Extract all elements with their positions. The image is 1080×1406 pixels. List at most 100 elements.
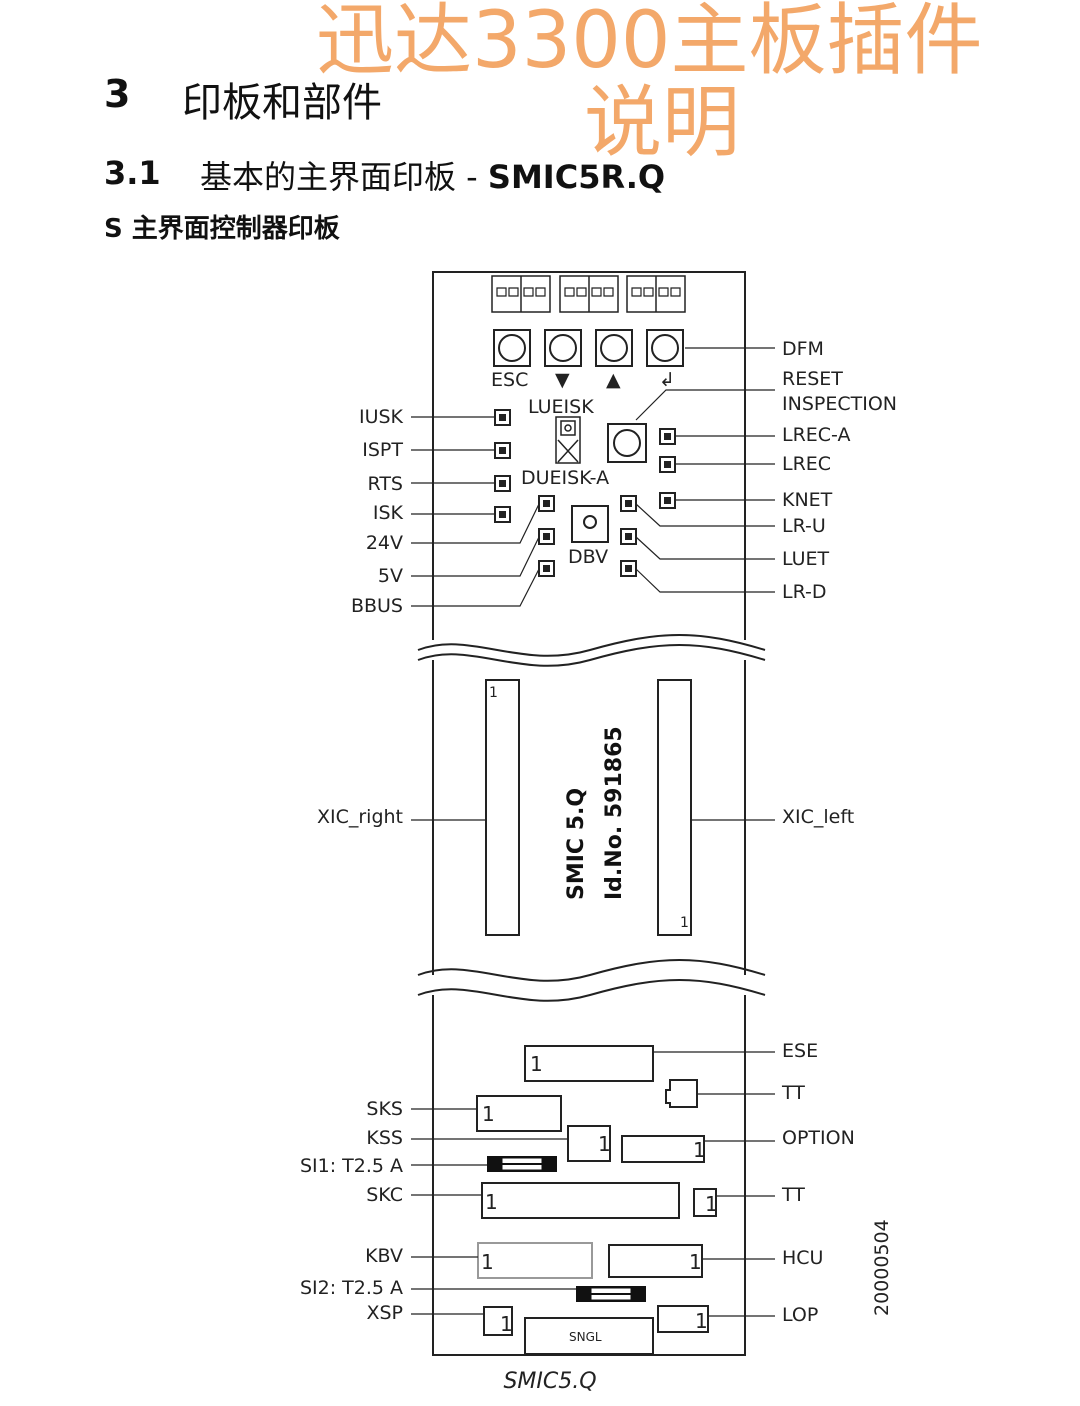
xic-left-pin1: 1 [680,915,689,931]
label-ispt: ISPT [362,439,403,461]
lueisk-label: LUEISK [528,396,594,418]
led-lr-u-dot [625,500,632,507]
sngl-label: SNGL [569,1330,602,1344]
label-lr-d: LR-D [782,581,827,603]
led-knet-dot [664,497,671,504]
led-5v-dot [543,533,550,540]
skc-connector [481,1182,680,1219]
down-arrow-icon: ▼ [555,369,570,391]
subsection-number: 3.1 [104,154,161,192]
fuse-si2 [576,1286,646,1302]
label-5v: 5V [378,565,403,587]
enter-button[interactable] [646,329,684,367]
label-tt-1: TT [781,1082,805,1104]
label-sks: SKS [366,1098,403,1120]
overlay-title-line2: 说明 [584,78,741,168]
break-line-1a [417,634,766,657]
dbv-label: DBV [568,546,608,568]
board-outline-top [432,271,746,640]
kss-pin1: 1 [598,1132,611,1156]
dbv-button[interactable] [571,505,609,543]
kbv-connector [477,1242,593,1279]
label-xic-right: XIC_right [317,806,403,828]
xsp-connector [483,1306,513,1336]
reset-inspection-button[interactable] [607,423,647,463]
led-lr-d [620,560,637,577]
display-digits-3 [631,287,681,297]
led-rts-dot [499,480,506,487]
ese-pin1: 1 [530,1052,543,1076]
board-name: SMIC 5.Q [564,788,589,900]
label-iusk: IUSK [359,406,404,428]
esc-button-label: ESC [491,369,528,391]
label-xsp: XSP [366,1302,403,1324]
xic-right-pin1: 1 [489,685,498,701]
subsection-title-text: 基本的主界面印板 - [200,158,488,196]
dueisk-label: DUEISK-A [521,467,609,489]
label-lr-u: LR-U [782,515,826,537]
lueisk-switch-pin [564,424,572,432]
xsp-pin1: 1 [500,1312,513,1336]
led-luet [620,528,637,545]
down-button[interactable] [544,329,582,367]
lueisk-switch[interactable] [555,416,581,464]
label-bbus: BBUS [351,595,403,617]
hcu-pin1: 1 [689,1250,702,1274]
led-isk-dot [499,511,506,518]
sks-connector [476,1095,562,1132]
label-hcu: HCU [782,1247,823,1269]
section-number: 3 [104,72,131,116]
label-tt-2: TT [781,1184,805,1206]
fuse-si1 [487,1156,557,1172]
label-option: OPTION [782,1127,855,1149]
up-arrow-icon: ▲ [606,369,621,391]
option-connector [621,1135,705,1163]
label-ese: ESE [782,1040,818,1062]
up-button-knob [600,334,628,362]
section-title: 印板和部件 [182,80,382,126]
led-bbus-dot [543,565,550,572]
lop-pin1: 1 [695,1309,708,1333]
break-line-1b [417,644,766,667]
label-lop: LOP [782,1304,818,1326]
esc-button-knob [498,334,526,362]
led-5v [538,528,555,545]
kbv-pin1: 1 [481,1250,494,1274]
tt-jack-1 [665,1079,698,1108]
led-luet-dot [625,533,632,540]
label-luet: LUET [782,548,830,570]
label-skc: SKC [366,1184,403,1206]
led-lr-d-dot [625,565,632,572]
esc-button[interactable] [493,329,531,367]
leader-luet [635,536,775,560]
label-knet: KNET [782,489,833,511]
led-lrec-dot [664,461,671,468]
label-si1: SI1: T2.5 A [300,1155,403,1177]
label-lrec: LREC [782,453,831,475]
label-kss: KSS [366,1127,403,1149]
hcu-connector [608,1244,703,1278]
break-line-2a [417,959,766,982]
subsection-title-code: SMIC5R.Q [487,158,666,196]
dbv-button-knob [583,515,597,529]
subsection-title: 基本的主界面印板 - SMIC5R.Q [200,152,665,198]
up-button[interactable] [595,329,633,367]
label-isk: ISK [373,502,404,524]
board-subtitle: S 主界面控制器印板 [104,214,340,244]
ese-connector [524,1045,654,1082]
led-bbus [538,560,555,577]
label-si2: SI2: T2.5 A [300,1277,403,1299]
display-digits-2 [564,287,614,297]
leader-lr-u [635,503,775,527]
label-lrec-a: LREC-A [782,424,851,446]
break-line-2b [417,979,766,1002]
lueisk-switch-cross [557,439,579,463]
label-xic-left: XIC_left [782,806,854,828]
enter-button-knob [651,334,679,362]
tt-connector-2 [693,1188,717,1217]
label-rts: RTS [368,473,404,495]
overlay-title-line1: 迅达3300主板插件 [316,0,983,86]
label-24v: 24V [366,532,403,554]
skc-pin1: 1 [485,1190,498,1214]
